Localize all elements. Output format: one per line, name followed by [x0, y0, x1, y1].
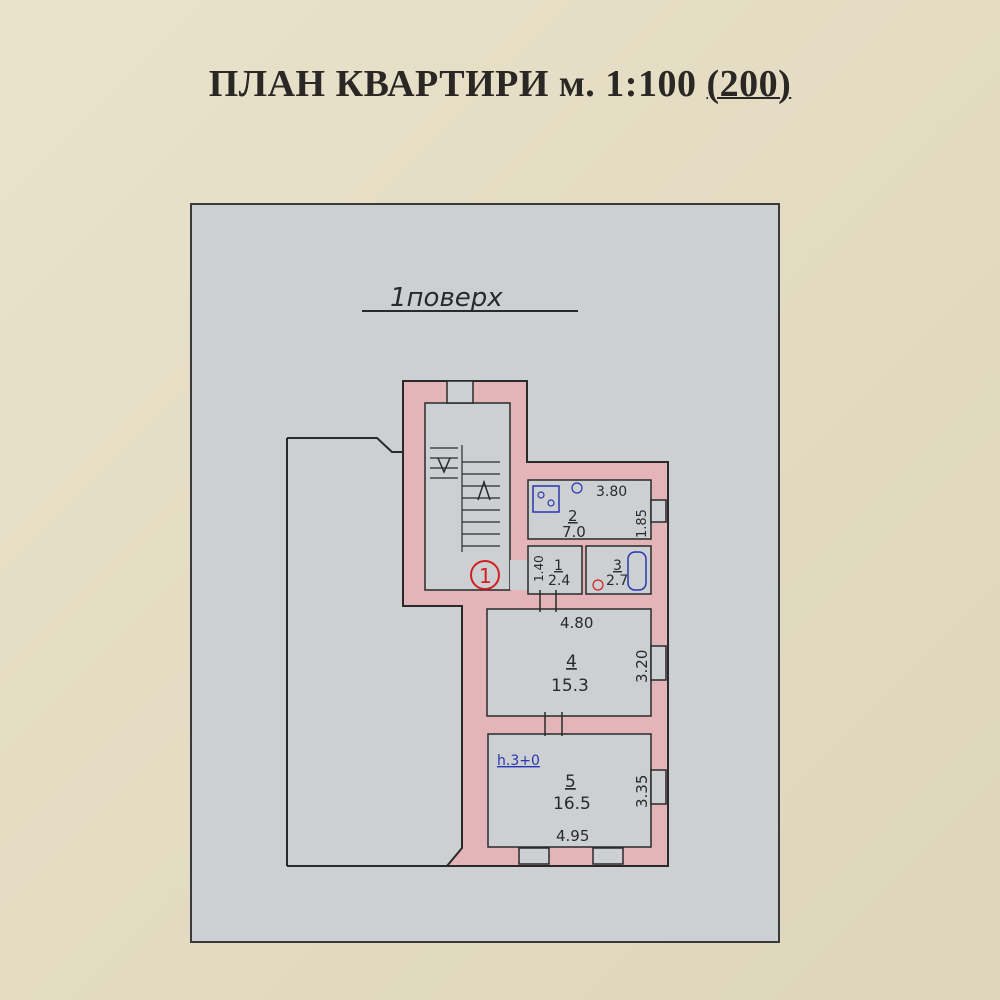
- stove-icon: [532, 485, 560, 513]
- plan-title-main: ПЛАН КВАРТИРИ м. 1:100: [208, 63, 697, 105]
- room-3-area: 2.7: [606, 573, 628, 589]
- stair-marker-circle: [470, 560, 500, 590]
- room-4-dim-side: 3.20: [633, 650, 651, 683]
- stair-marker-label: 1: [479, 564, 492, 588]
- room-2: [527, 479, 652, 540]
- stairwell: [424, 402, 511, 591]
- room-1: [527, 545, 583, 595]
- plan-title-scale-alt: (200): [706, 63, 792, 105]
- floor-label: 1поверх: [390, 283, 503, 313]
- room-5-dim-bottom: 4.95: [556, 827, 589, 845]
- bathtub-icon: [627, 551, 647, 591]
- annex-outline-top: [287, 437, 404, 453]
- room-2-number: 2: [568, 507, 578, 525]
- room-4-number: 4: [566, 652, 577, 672]
- room-5-dim-side: 3.35: [633, 775, 651, 808]
- windows: [446, 380, 667, 865]
- room-2-dim-side: 1.85: [635, 509, 650, 538]
- room-5-number: 5: [565, 772, 576, 792]
- room-5: [487, 733, 652, 848]
- room-3-number: 3: [613, 558, 622, 574]
- room-5-area: 16.5: [553, 794, 591, 814]
- door-ticks: [539, 590, 563, 736]
- plan-title: ПЛАН КВАРТИРИ м. 1:100 (200): [0, 62, 1000, 106]
- room-2-dim-top: 3.80: [596, 484, 627, 500]
- room-1-number: 1: [554, 558, 563, 574]
- room-1-dim-side: 1.40: [532, 555, 546, 582]
- stair-down-arrow-icon: [437, 457, 451, 474]
- stove-burner-icon: [537, 491, 545, 499]
- room-4: [486, 608, 652, 717]
- stair-landing: [510, 560, 528, 590]
- toilet-icon: [592, 579, 604, 591]
- height-note: h.3+0: [497, 753, 540, 769]
- room-4-area: 15.3: [551, 676, 589, 696]
- room-2-area: 7.0: [562, 523, 586, 541]
- stair-treads: [430, 445, 500, 552]
- sink-icon: [571, 482, 583, 494]
- stair-up-arrow-icon: [477, 479, 491, 501]
- room-4-dim-top: 4.80: [560, 614, 593, 632]
- room-1-area: 2.4: [548, 573, 570, 589]
- stove-burner-icon: [547, 499, 555, 507]
- room-3: [585, 545, 652, 595]
